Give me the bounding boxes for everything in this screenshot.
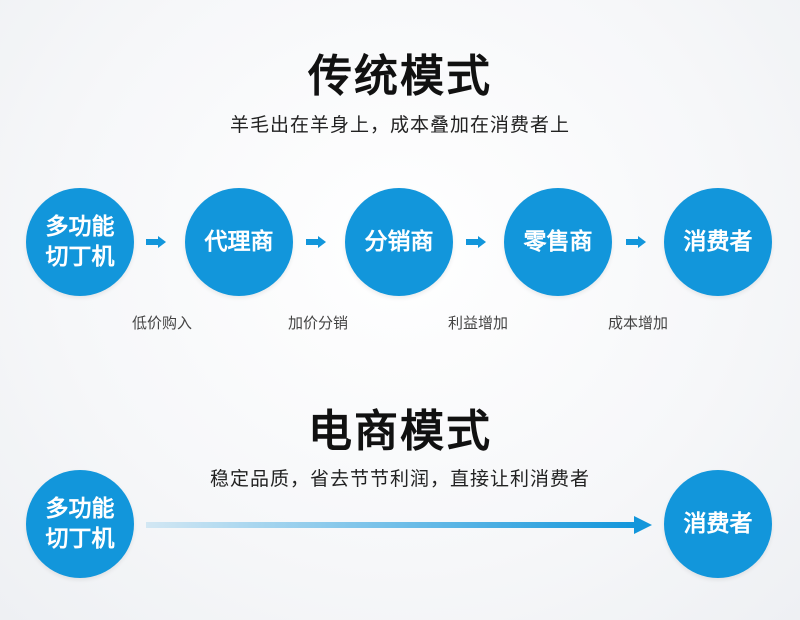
- node-agent: 代理商: [185, 188, 293, 296]
- note-cost-up: 成本增加: [607, 314, 668, 332]
- arrow-right-icon: [146, 236, 166, 248]
- note-buy-low: 低价购入: [131, 314, 192, 332]
- traditional-title: 传统模式: [308, 51, 492, 102]
- arrow-right-icon: [466, 236, 486, 248]
- ecommerce-node-consumer: 消费者: [664, 470, 772, 578]
- ecommerce-subtitle: 稳定品质，省去节节利润，直接让利消费者: [209, 468, 590, 490]
- node-retailer-label: 零售商: [523, 229, 593, 255]
- node-manufacturer: 多功能 切丁机: [26, 188, 134, 296]
- node-manufacturer-label: 多功能 切丁机: [45, 214, 115, 270]
- ecommerce-title: 电商模式: [308, 406, 492, 457]
- node-agent-label: 代理商: [204, 229, 274, 255]
- ecommerce-manufacturer-label: 多功能 切丁机: [45, 496, 115, 552]
- node-distributor: 分销商: [345, 188, 453, 296]
- long-arrow-icon: [146, 516, 652, 534]
- node-consumer: 消费者: [664, 188, 772, 296]
- note-profit-up: 利益增加: [447, 314, 508, 332]
- ecommerce-node-manufacturer: 多功能 切丁机: [26, 470, 134, 578]
- traditional-subtitle: 羊毛出在羊身上，成本叠加在消费者上: [229, 114, 570, 136]
- node-distributor-label: 分销商: [364, 229, 434, 255]
- ecommerce-consumer-label: 消费者: [683, 511, 753, 537]
- node-consumer-label: 消费者: [683, 229, 753, 255]
- node-retailer: 零售商: [504, 188, 612, 296]
- arrow-right-icon: [306, 236, 326, 248]
- arrow-right-icon: [626, 236, 646, 248]
- note-markup: 加价分销: [287, 314, 348, 332]
